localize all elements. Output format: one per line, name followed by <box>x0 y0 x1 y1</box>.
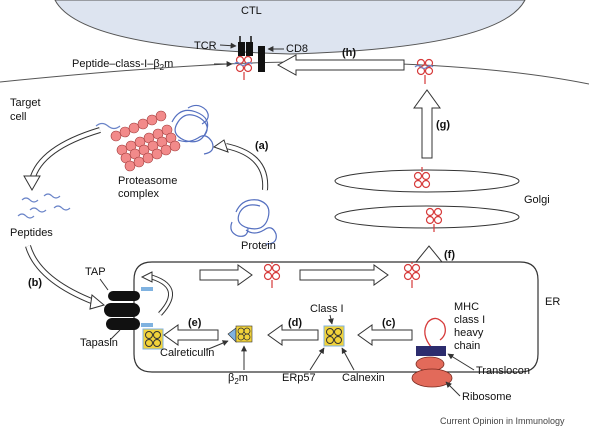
tapasin-bar-top <box>141 287 153 291</box>
golgi-label: Golgi <box>524 194 550 206</box>
proteasome-label-1: Proteasome <box>118 175 177 187</box>
translocon-label: Translocon <box>476 365 530 377</box>
target-cell-label-2: cell <box>10 111 27 123</box>
b2m-label: β2m <box>228 372 248 386</box>
ctl-cell <box>54 0 526 55</box>
step-e-label: (e) <box>188 317 202 329</box>
tapasin-label: Tapasin <box>80 337 118 349</box>
er-label: ER <box>545 296 560 308</box>
surface-mhc-molecule <box>233 55 253 80</box>
protein-label: Protein <box>241 240 276 252</box>
target-cell-label-1: Target <box>10 97 41 109</box>
calreticulin-label: Calreticulin <box>160 347 214 359</box>
ribosome-label: Ribosome <box>462 391 512 403</box>
step-c-label: (c) <box>382 317 396 329</box>
class-i-calnexin-complex <box>323 325 345 347</box>
mhc-molecule-golgi-1 <box>413 167 431 189</box>
step-c-arrow <box>357 324 413 346</box>
er-membrane <box>133 261 539 373</box>
step-b-label: (b) <box>28 277 42 289</box>
cd8-coreceptor <box>258 46 265 72</box>
class-i-label: Class I <box>310 303 344 315</box>
step-g-label: (g) <box>436 119 450 131</box>
er-arrow-1 <box>199 264 253 286</box>
nascent-heavy-chain <box>424 317 446 349</box>
tcr-receptor <box>238 36 253 56</box>
er-arrow-2 <box>299 264 389 286</box>
mhc-molecule-golgi-2 <box>425 207 443 232</box>
calnexin-label: Calnexin <box>342 372 385 384</box>
mhc-molecule-er-1 <box>263 262 281 288</box>
peptides-label: Peptides <box>10 227 53 239</box>
mhc-molecule-er-2 <box>403 262 421 288</box>
translocon <box>416 346 446 356</box>
protein-tangle-top <box>171 104 214 155</box>
mhc-label-3: heavy <box>454 327 484 339</box>
step-h-label: (h) <box>342 47 356 59</box>
step-d-arrow <box>267 324 319 346</box>
peptide-strand-top <box>95 122 121 130</box>
erp57-label: ERp57 <box>282 372 316 384</box>
step-e-arrow <box>163 324 219 346</box>
ribosome <box>411 356 453 388</box>
golgi-cisterna-2 <box>334 205 520 229</box>
credit-text: Current Opinion in Immunology <box>440 416 565 426</box>
tap-transporter <box>104 291 140 330</box>
mhc-label-4: chain <box>454 340 480 352</box>
mhc-molecule-h <box>414 58 434 84</box>
mhc-label-1: MHC <box>454 301 479 313</box>
cd8-label: CD8 <box>286 43 308 55</box>
peptides-group <box>17 193 71 219</box>
tap-loaded-mhc <box>142 328 164 350</box>
peptide-class-label: Peptide–class-I–β2m <box>72 58 173 72</box>
proteasome-label-2: complex <box>118 188 159 200</box>
step-f-label: (f) <box>444 249 455 261</box>
step-d-label: (d) <box>288 317 302 329</box>
step-h-arrow <box>276 54 405 76</box>
tap-label: TAP <box>85 266 106 278</box>
tapasin-bar-bottom <box>141 323 153 327</box>
proteasome-to-peptides-arrow <box>29 127 101 181</box>
calreticulin-complex <box>227 325 253 343</box>
tcr-label: TCR <box>194 40 217 52</box>
ctl-label: CTL <box>241 5 262 17</box>
protein-tangle-bottom <box>230 199 277 245</box>
proteasome-complex <box>110 110 181 172</box>
step-a-label: (a) <box>255 140 269 152</box>
mhc-label-2: class I <box>454 314 485 326</box>
step-g-arrow <box>413 89 441 159</box>
